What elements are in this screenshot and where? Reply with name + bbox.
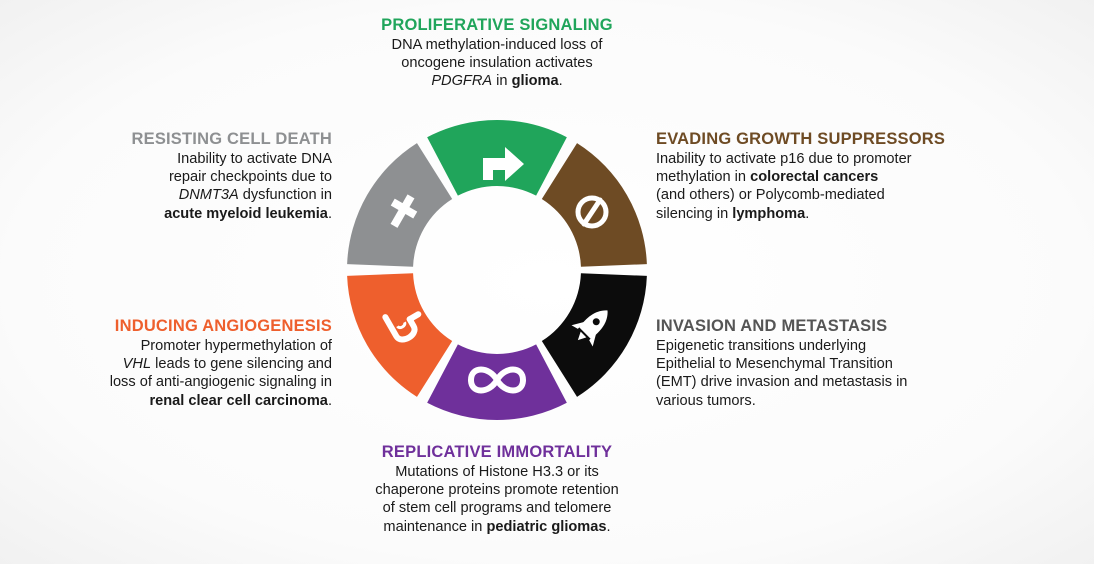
proliferative-line-3-text: in: [492, 73, 512, 90]
angiogenesis-line-2: VHL leads to gene silencing and: [60, 355, 332, 373]
blood-vessel-icon: [382, 311, 422, 343]
proliferative-signaling-title: PROLIFERATIVE SIGNALING: [381, 16, 613, 34]
inducing-angiogenesis-block: INDUCING ANGIOGENESIS Promoter hypermeth…: [60, 316, 332, 410]
evading-line-1: Inability to activate p16 due to promote…: [656, 151, 912, 167]
resisting-line-2: repair checkpoints due to: [168, 169, 332, 186]
period: .: [606, 518, 611, 535]
evading-growth-suppressors-title: EVADING GROWTH SUPPRESSORS: [656, 130, 946, 148]
inducing-angiogenesis-title: INDUCING ANGIOGENESIS: [114, 317, 332, 335]
resisting-cell-death-block: RESISTING CELL DEATH Inability to activa…: [60, 129, 333, 223]
cancer-name-glioma: glioma: [511, 73, 559, 90]
invasion-line-3: (EMT) drive invasion and metastasis in: [656, 374, 908, 391]
resisting-cell-death-title: RESISTING CELL DEATH: [131, 130, 332, 148]
cancer-name-pediatric-gliomas: pediatric gliomas: [486, 518, 607, 535]
replicative-line-4: maintenance in pediatric gliomas.: [347, 518, 647, 536]
invasion-line-1: Epigenetic transitions underlying: [656, 338, 867, 354]
invasion-metastasis-title: INVASION AND METASTASIS: [656, 317, 888, 335]
rocket-icon: [571, 310, 608, 347]
cancer-name-renal-clear-cell-carcinoma: renal clear cell carcinoma: [149, 392, 328, 409]
gene-name-dnmt3a: DNMT3A: [178, 187, 239, 204]
period: .: [805, 205, 810, 222]
evading-line-2: methylation in colorectal cancers: [656, 168, 976, 186]
gene-name-pdgfra: PDGFRA: [431, 73, 493, 90]
proliferative-line-3: PDGFRA in glioma.: [347, 72, 647, 90]
angiogenesis-line-4: renal clear cell carcinoma.: [60, 392, 332, 410]
resisting-line-1: Inability to activate DNA: [177, 151, 332, 167]
evading-line-4-text: silencing in: [656, 205, 733, 222]
replicative-line-4-text: maintenance in: [383, 518, 487, 535]
segment-inducing-angiogenesis: [347, 273, 453, 397]
resisting-line-3-text: dysfunction in: [238, 187, 332, 204]
null-sign-icon: [575, 195, 609, 229]
proliferative-line-1: DNA methylation-induced loss of: [391, 37, 603, 53]
invasion-metastasis-block: INVASION AND METASTASIS Epigenetic trans…: [656, 316, 956, 410]
hallmarks-wheel: [347, 119, 647, 420]
proliferative-line-2: oncogene insulation activates: [401, 55, 593, 72]
replicative-immortality-title: REPLICATIVE IMMORTALITY: [381, 443, 613, 461]
proliferative-signaling-block: PROLIFERATIVE SIGNALING DNA methylation-…: [347, 15, 647, 91]
cancer-name-acute-myeloid-leukemia: acute myeloid leukemia: [164, 205, 328, 222]
replicative-immortality-block: REPLICATIVE IMMORTALITY Mutations of His…: [347, 442, 647, 536]
invasion-line-2: Epithelial to Mesenchymal Transition: [656, 356, 893, 373]
evading-line-2-text: methylation in: [656, 169, 751, 186]
replicative-line-3: of stem cell programs and telomere: [382, 500, 612, 517]
invasion-line-4: various tumors.: [656, 392, 756, 409]
evading-growth-suppressors-block: EVADING GROWTH SUPPRESSORS Inability to …: [656, 129, 976, 223]
period: .: [327, 205, 332, 222]
resisting-line-3: DNMT3A dysfunction in: [60, 186, 332, 204]
replicative-line-1: Mutations of Histone H3.3 or its: [395, 464, 599, 480]
cross-icon: [390, 194, 418, 228]
period: .: [558, 73, 563, 90]
evading-line-4: silencing in lymphoma.: [656, 205, 976, 223]
resisting-line-4: acute myeloid leukemia.: [60, 205, 332, 223]
evading-line-3: (and others) or Polycomb-mediated: [656, 187, 885, 204]
angiogenesis-line-1: Promoter hypermethylation of: [140, 338, 332, 354]
infinity-icon: [467, 366, 527, 394]
replicative-line-2: chaperone proteins promote retention: [375, 482, 619, 499]
cancer-name-lymphoma: lymphoma: [732, 205, 806, 222]
arrow-icon: [483, 147, 524, 181]
cancer-name-colorectal: colorectal cancers: [750, 169, 879, 186]
angiogenesis-line-2-text: leads to gene silencing and: [151, 356, 332, 373]
segment-proliferative-signaling: [427, 119, 567, 196]
angiogenesis-line-3: loss of anti-angiogenic signaling in: [109, 374, 332, 391]
period: .: [327, 392, 332, 409]
gene-name-vhl: VHL: [122, 356, 152, 373]
